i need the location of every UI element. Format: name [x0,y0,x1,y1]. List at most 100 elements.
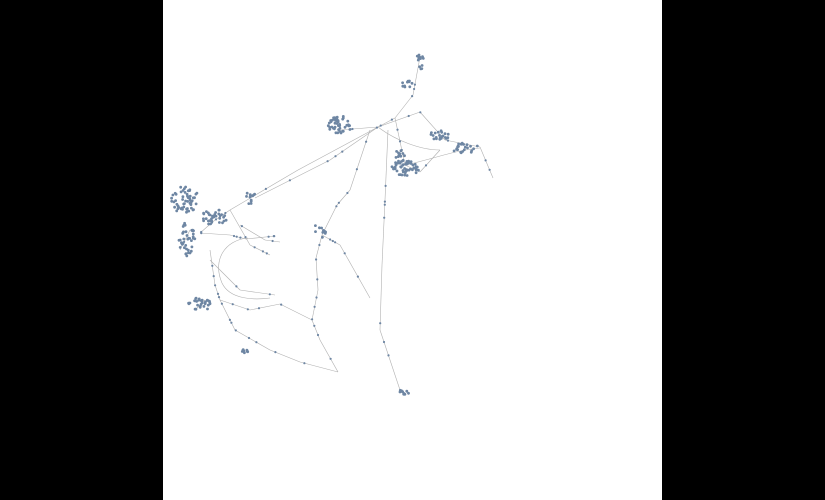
graph-node [337,201,340,204]
right-hub-node [438,137,442,141]
top-antenna-node [420,64,424,67]
upper-mid-node [341,129,345,133]
left-dense-node [251,194,255,198]
right-hub-node [466,146,469,150]
upper-mid-node [328,125,332,129]
graph-edge [209,249,216,286]
left-dense-node [248,195,252,199]
graph-edge [315,257,319,291]
left-dense-node [182,205,186,209]
mid-node [323,229,326,233]
graph-node [244,236,247,239]
graph-node [407,114,410,118]
upper-mid-node [346,119,350,123]
graph-edge [379,264,383,331]
graph-node [356,275,359,278]
right-hub-node [430,131,433,135]
graph-node [211,264,214,267]
graph-node [383,203,386,206]
graph-node [318,243,321,247]
upper-mid-node [338,124,342,127]
graph-node [315,296,318,299]
left-dense-node [184,199,188,203]
right-hub-node [436,130,440,134]
graph-node [247,336,251,340]
graph-edge [245,235,276,240]
left-dense-node [253,192,256,196]
upper-mid-node [333,121,337,125]
right-hub-node [438,134,441,137]
graph-node [311,318,314,321]
lower-left-node [196,303,200,307]
top-antenna-node [417,53,421,57]
graph-node [253,246,256,249]
graph-edge [339,126,379,131]
left-dense-node [186,248,190,252]
graph-node [271,239,274,243]
left-dense-node [185,210,188,214]
graph-node [239,236,242,239]
top-antenna-node [419,67,423,71]
graph-node [288,179,291,182]
left-dense-node [183,187,186,191]
graph-node [383,200,386,203]
bottom-tail-node [402,392,406,396]
right-hub-node [401,152,405,155]
graph-node [351,127,354,131]
graph-node [224,211,227,215]
right-hub-node [394,161,397,165]
left-dense-node [172,200,176,204]
right-hub-node [397,173,401,177]
graph-edge [404,147,481,166]
upper-mid-node [338,130,342,133]
left-dense-node [249,199,253,203]
left-dense-node [178,246,182,249]
lower-left-node [245,348,249,352]
right-hub-node [393,165,397,169]
bottom-tail-node [399,390,402,393]
left-dense-node [187,236,191,240]
graph-edge [349,129,371,191]
upper-mid-node [332,126,335,130]
graph-node [346,191,349,195]
graph-node [261,250,264,253]
graph-edge [297,126,379,171]
right-hub-node [462,148,466,152]
right-hub-node [401,170,405,174]
right-hub-node [475,144,479,148]
upper-mid-node [336,120,340,124]
left-dense-node [173,205,177,209]
graph-node [419,111,422,114]
top-antenna-node [410,81,414,85]
graph-node [267,235,270,238]
left-dense-node [202,219,206,223]
right-hub-node [432,137,436,141]
graph-edge [219,299,236,331]
right-hub-node [472,147,475,151]
graph-node [315,258,318,261]
graph-node [200,232,203,235]
right-hub-node [392,167,395,171]
right-hub-node [463,145,467,149]
left-dense-node [183,202,186,206]
right-hub-node [404,170,407,173]
right-hub-node [394,163,398,167]
graph-node [235,235,238,238]
graph-node [313,305,316,308]
left-dense-node [220,213,224,217]
graph-node [365,140,368,143]
left-dense-node [186,207,189,210]
left-dense-node [249,202,253,205]
graph-node [390,118,393,121]
left-dense-node [183,221,187,225]
right-hub-node [414,165,418,169]
graph-edge [218,237,271,300]
lower-left-node [193,307,197,311]
top-antenna-node [416,58,420,62]
right-hub-node [395,150,398,153]
lower-left-node [194,297,198,300]
left-dense-node [185,254,189,258]
left-dense-node [184,244,188,247]
left-dense-node [194,202,198,206]
graph-edge [219,299,251,311]
